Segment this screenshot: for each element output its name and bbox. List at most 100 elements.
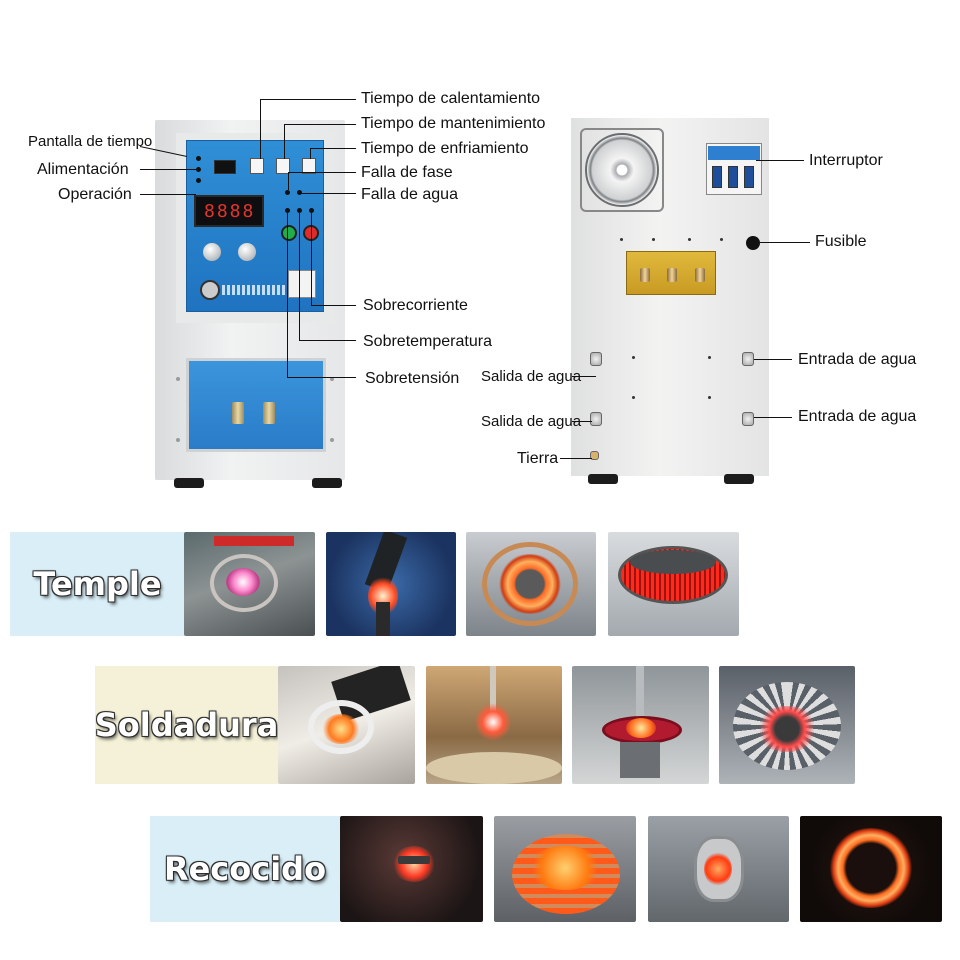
callout-line <box>754 359 792 360</box>
back-foot-right <box>724 474 754 484</box>
row-label-welding: Soldadura <box>95 666 278 784</box>
overvoltage-led <box>309 208 314 213</box>
main-display: 8888 <box>194 195 264 227</box>
fuse-holder[interactable] <box>746 236 760 250</box>
screw <box>330 438 334 442</box>
rivet <box>652 238 655 241</box>
rivet <box>688 238 691 241</box>
label-water-outlet-1: Salida de agua <box>481 368 582 385</box>
callout-line <box>560 458 592 459</box>
back-foot-left <box>588 474 618 484</box>
cooling-time-switch[interactable] <box>302 158 316 174</box>
callout-line <box>760 242 810 243</box>
breaker-toggle[interactable] <box>744 166 754 188</box>
water-fault-led <box>297 190 302 195</box>
rivet <box>632 396 635 399</box>
rivet <box>632 356 635 359</box>
output-terminal <box>695 268 705 282</box>
annealing-photo-3 <box>648 816 789 922</box>
foot-switch-connector[interactable] <box>200 280 220 300</box>
callout-line <box>140 194 196 195</box>
output-terminal <box>667 268 677 282</box>
hardening-photo-4 <box>608 532 739 636</box>
label-cooling-time: Tiempo de enfriamiento <box>361 140 529 157</box>
ground-terminal <box>590 451 599 460</box>
label-fuse: Fusible <box>815 233 867 250</box>
callout-line <box>284 124 285 159</box>
welding-photo-1 <box>278 666 415 784</box>
callout-line <box>311 213 312 305</box>
label-heating-time: Tiempo de calentamiento <box>361 90 541 107</box>
fan-guard <box>580 128 664 212</box>
screw <box>330 377 334 381</box>
water-fitting-right <box>263 402 275 424</box>
callout-line <box>260 99 261 159</box>
welding-photo-3 <box>572 666 709 784</box>
time-small-display <box>214 160 236 174</box>
callout-line <box>310 148 356 149</box>
label-overtemperature: Sobretemperatura <box>363 333 492 350</box>
breaker-toggle[interactable] <box>728 166 738 188</box>
brand-text <box>222 285 286 295</box>
label-time-display: Pantalla de tiempo <box>28 133 153 150</box>
rivet <box>708 396 711 399</box>
rivet <box>708 356 711 359</box>
label-operation: Operación <box>58 186 132 203</box>
hardening-photo-3 <box>466 532 596 636</box>
water-inlet-upper <box>742 352 754 366</box>
label-water-fault: Falla de agua <box>361 186 458 203</box>
display-digits: 8888 <box>204 201 256 222</box>
breaker-toggle[interactable] <box>712 166 722 188</box>
breaker-label-strip <box>708 146 760 160</box>
label-water-inlet-2: Entrada de agua <box>798 408 917 425</box>
label-switch: Interruptor <box>809 152 883 169</box>
time-knob[interactable] <box>238 243 256 261</box>
callout-line <box>572 376 596 377</box>
label-holding-time: Tiempo de mantenimiento <box>361 115 546 132</box>
callout-line <box>756 160 804 161</box>
callout-line <box>572 421 592 422</box>
annealing-photo-2 <box>494 816 636 922</box>
front-foot-left <box>174 478 204 488</box>
label-water-inlet-1: Entrada de agua <box>798 351 917 368</box>
operation-led <box>196 178 201 183</box>
callout-line <box>310 148 311 159</box>
start-button[interactable] <box>281 225 297 241</box>
label-ground: Tierra <box>517 450 559 467</box>
callout-line <box>288 172 356 173</box>
welding-photo-4 <box>719 666 855 784</box>
water-outlet-lower <box>590 412 602 426</box>
hardening-photo-1 <box>184 532 315 636</box>
front-foot-right <box>312 478 342 488</box>
annealing-photo-1 <box>340 816 483 922</box>
welding-title: Soldadura <box>94 706 279 744</box>
phase-fault-led <box>285 190 290 195</box>
water-inlet-lower <box>742 412 754 426</box>
callout-line <box>754 417 792 418</box>
label-power: Alimentación <box>37 161 129 178</box>
label-water-outlet-2: Salida de agua <box>481 413 582 430</box>
time-display-led <box>196 156 201 161</box>
callout-line <box>260 99 356 100</box>
overcurrent-led <box>285 208 290 213</box>
holding-time-switch[interactable] <box>276 158 290 174</box>
callout-line <box>140 169 196 170</box>
lower-panel <box>186 358 326 452</box>
hardening-title: Temple <box>33 565 162 603</box>
label-overvoltage: Sobretensión <box>365 370 460 387</box>
row-label-hardening: Temple <box>10 532 185 636</box>
heating-time-switch[interactable] <box>250 158 264 174</box>
label-overcurrent: Sobrecorriente <box>363 297 468 314</box>
water-outlet-upper <box>590 352 602 366</box>
rivet <box>720 238 723 241</box>
annealing-title: Recocido <box>163 850 327 888</box>
power-led <box>196 167 201 172</box>
callout-line <box>287 213 288 377</box>
callout-line <box>299 340 356 341</box>
annealing-photo-4 <box>800 816 942 922</box>
callout-line <box>284 124 356 125</box>
overtemperature-led <box>297 208 302 213</box>
callout-line <box>288 172 289 190</box>
power-knob[interactable] <box>203 243 221 261</box>
row-label-annealing: Recocido <box>150 816 340 922</box>
